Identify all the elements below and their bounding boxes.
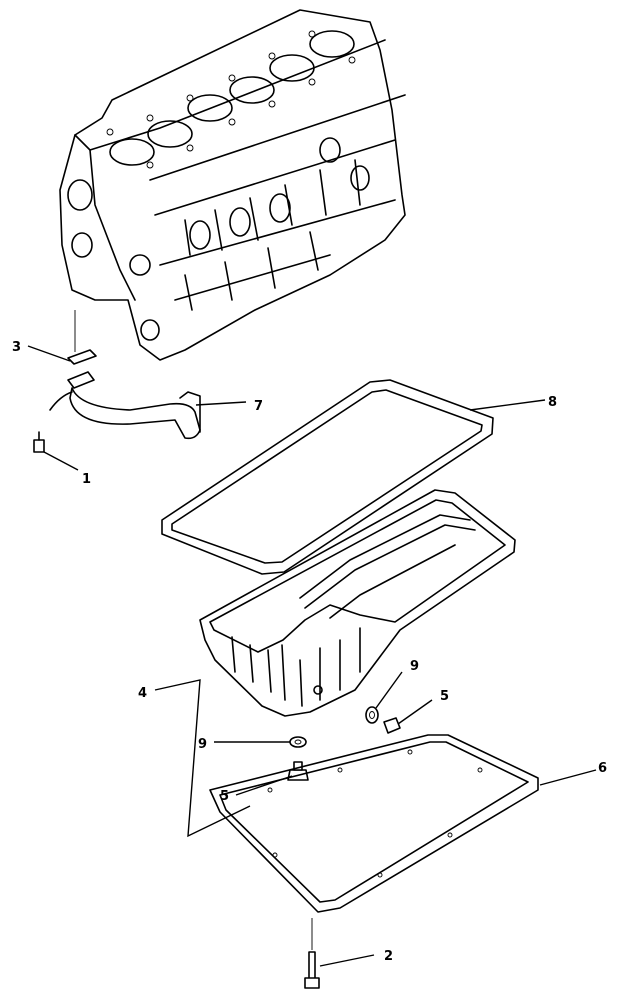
callout-5-side: 5: [440, 689, 449, 704]
callout-1: 1: [82, 472, 91, 487]
frame-capscrew: [304, 918, 320, 989]
callout-6: 6: [598, 761, 607, 776]
callout-9-side: 9: [410, 659, 419, 674]
oil-pan-gasket: [161, 379, 494, 575]
callout-3: 3: [12, 340, 21, 355]
sealing-washer-bottom: [289, 736, 307, 748]
callout-7: 7: [254, 399, 263, 414]
callout-8: 8: [548, 395, 557, 410]
sealing-washer-side: [365, 706, 379, 724]
oil-pan-stiffener-frame: [209, 734, 539, 913]
oil-pickup-tube: [49, 371, 201, 440]
drain-plug-side: [383, 717, 401, 734]
callout-4: 4: [138, 686, 147, 701]
callout-5-bottom: 5: [220, 789, 229, 804]
engine-block: [59, 9, 406, 361]
pickup-tube-gasket: [67, 310, 97, 365]
callout-9-bottom: 9: [198, 737, 207, 752]
callout-labels: 3 1 7 8 4 9 5 9 5 6 2: [12, 340, 607, 964]
leader-lines: [27, 345, 597, 967]
capscrew: [33, 431, 45, 453]
oil-pan: [199, 489, 516, 717]
callout-2: 2: [384, 949, 393, 964]
